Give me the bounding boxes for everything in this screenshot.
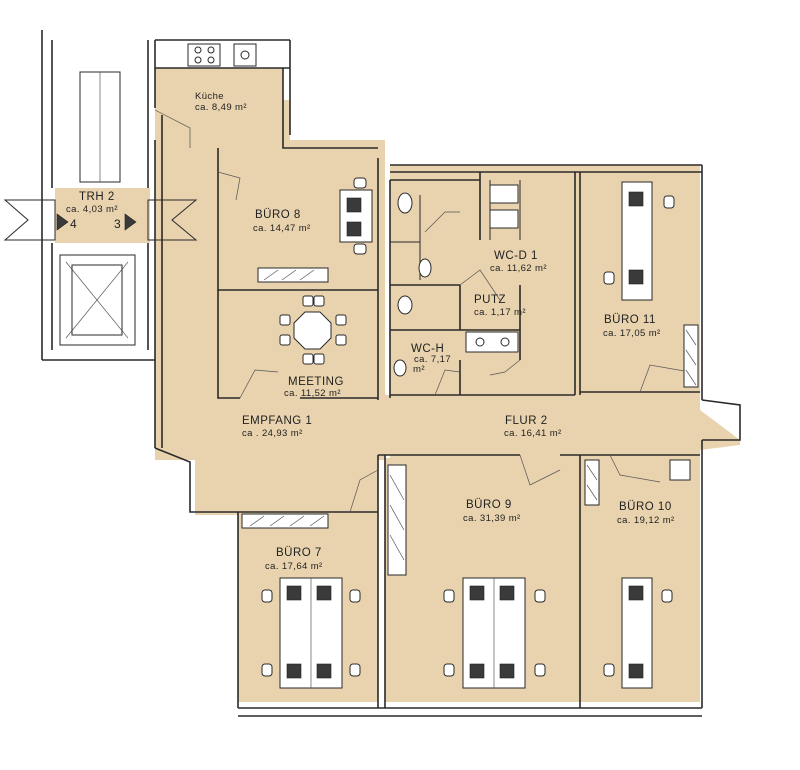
flur-area: ca. 16,41 m² (504, 428, 562, 439)
wcd-name: WC-D 1 (494, 250, 538, 262)
buero8-furniture (257, 177, 373, 283)
arrow-left-icon (56, 213, 69, 231)
buero10-name: BÜRO 10 (619, 501, 672, 513)
empfang-floor[interactable] (155, 140, 385, 460)
buero8-name: BÜRO 8 (255, 209, 301, 221)
trh-steps-left: 4 (70, 217, 77, 231)
buero10-area: ca. 19,12 m² (617, 515, 675, 526)
stair-landing (55, 188, 150, 243)
buero7-furniture (241, 513, 361, 689)
buero11-area: ca. 17,05 m² (603, 328, 661, 339)
flur-name: FLUR 2 (505, 415, 548, 427)
empfang-lower-floor (195, 455, 378, 515)
kueche-name: Küche (195, 91, 224, 102)
buero9-name: BÜRO 9 (466, 499, 512, 511)
sanitary-floor[interactable] (390, 180, 580, 395)
wcd-area: ca. 11,62 m² (490, 263, 547, 274)
meeting-chairs (279, 295, 347, 365)
stair-arrows (3, 199, 198, 241)
wch-area-unit: m² (413, 364, 425, 375)
kueche-area: ca. 8,49 m² (195, 102, 247, 113)
trh-steps-right: 3 (114, 217, 121, 231)
trh-name: TRH 2 (79, 191, 115, 203)
meeting-table (279, 295, 347, 365)
buero8-area: ca. 14,47 m² (253, 223, 311, 234)
kitchen-counter (187, 43, 257, 67)
trh-area: ca. 4,03 m² (66, 204, 118, 215)
walls (41, 30, 741, 717)
empfang-area: ca . 24,93 m² (242, 428, 303, 439)
wch-area: ca. 7,17 (414, 354, 451, 365)
putz-name: PUTZ (474, 294, 506, 306)
buero9-area: ca. 31,39 m² (463, 513, 521, 524)
putz-area: ca. 1,17 m² (474, 307, 526, 318)
room-fills (55, 68, 740, 702)
buero10-furniture (584, 459, 691, 689)
buero11-furniture (603, 181, 699, 388)
meeting-area: ca. 11,52 m² (284, 388, 341, 399)
room-labels: Küche ca. 8,49 m² TRH 2 ca. 4,03 m² 4 3 … (66, 91, 675, 572)
wch-name: WC-H (411, 343, 444, 355)
buero9-furniture (387, 464, 546, 689)
buero7-area: ca. 17,64 m² (265, 561, 323, 572)
meeting-name: MEETING (288, 376, 344, 388)
arrow-right-icon (124, 213, 137, 231)
sanitary-fittings (393, 184, 519, 377)
buero7-name: BÜRO 7 (276, 547, 322, 559)
empfang-name: EMPFANG 1 (242, 415, 312, 427)
flur-floor[interactable] (332, 395, 700, 453)
buero11-name: BÜRO 11 (604, 314, 656, 326)
